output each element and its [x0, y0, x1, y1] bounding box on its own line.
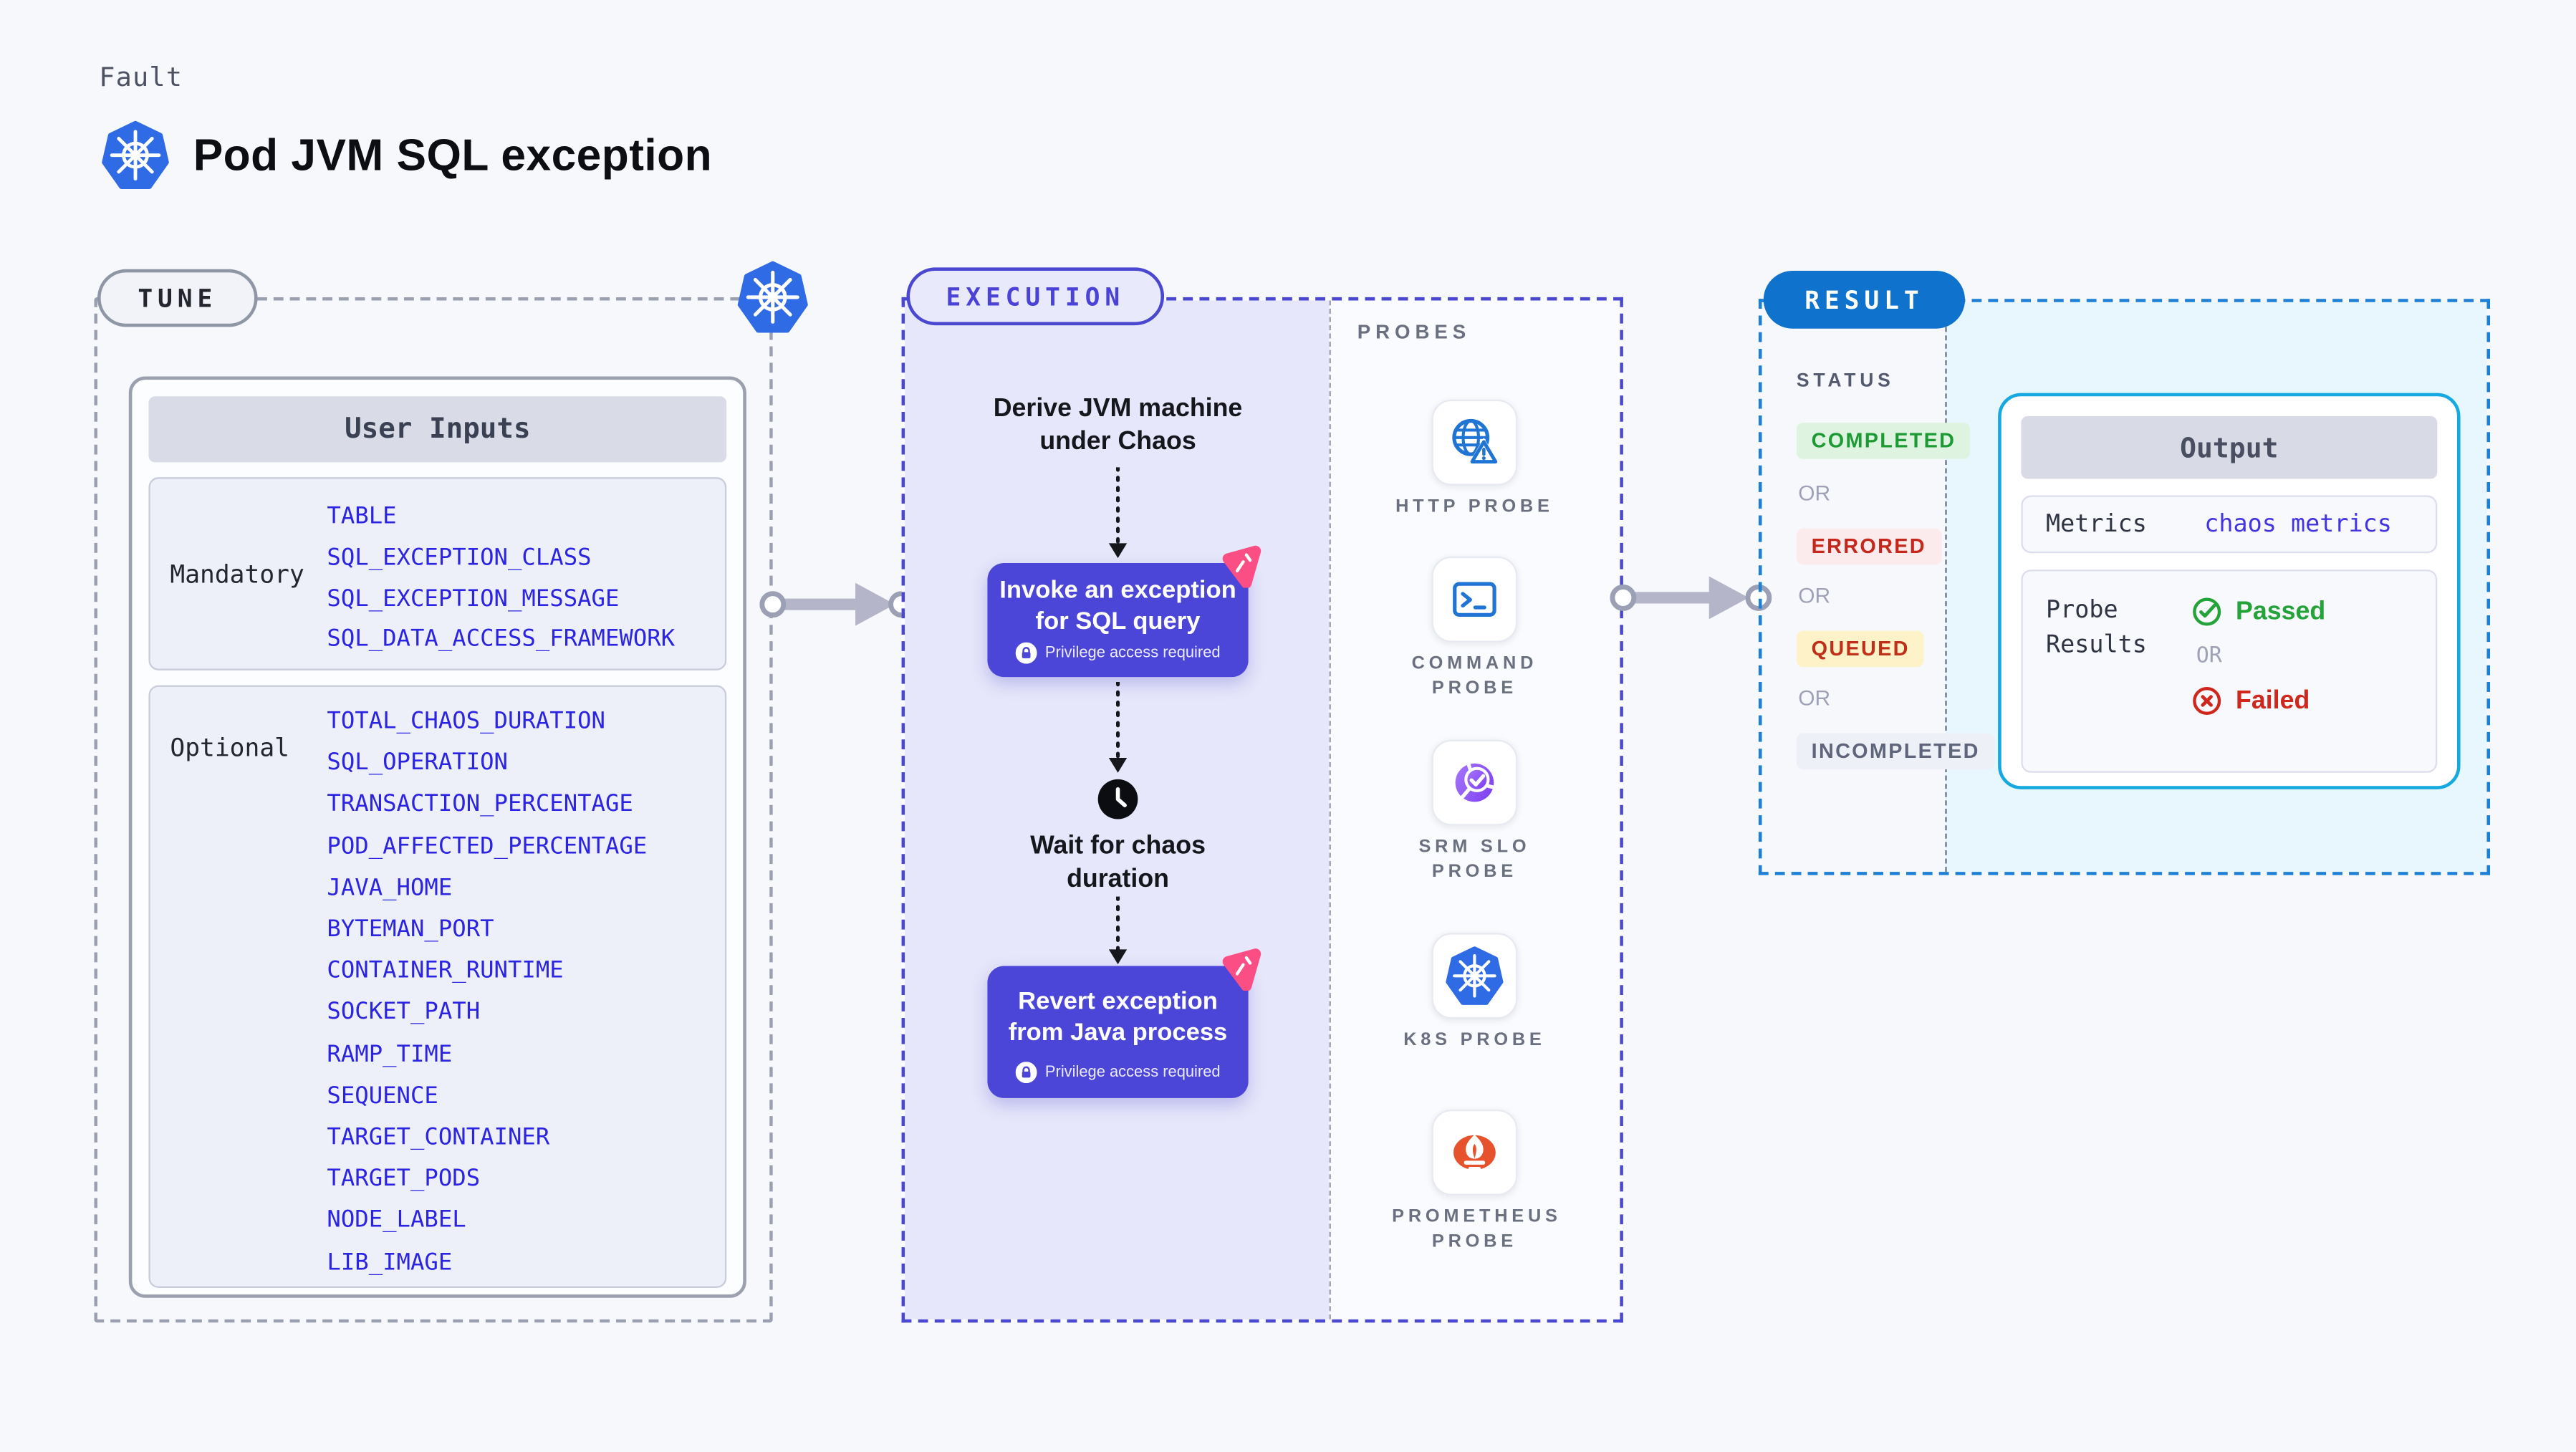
http-probe-card[interactable]: [1431, 399, 1518, 486]
output-header: Output: [2021, 415, 2438, 479]
failed-label: Failed: [2236, 686, 2310, 714]
execution-to-result-arrow: [1610, 576, 1772, 620]
user-inputs-header: User Inputs: [148, 396, 727, 463]
invoke-step-label: Invoke an exception for SQL query: [999, 576, 1236, 635]
probe-label: K8S PROBE: [1403, 1030, 1546, 1051]
or-separator: OR: [1798, 582, 1831, 608]
param-value: CONTAINER_RUNTIME: [327, 958, 564, 985]
k8s-probe-icon: [1445, 946, 1504, 1006]
metrics-row: Metrics chaos metrics: [2021, 495, 2438, 554]
command-probe-icon: [1453, 582, 1496, 617]
privilege-note: Privilege access required: [1044, 1063, 1221, 1082]
revert-exception-button[interactable]: Revert exception from Java process Privi…: [987, 966, 1248, 1098]
result-pill: RESULT: [1763, 271, 1966, 329]
param-value: SQL_OPERATION: [327, 749, 508, 777]
param-value: SQL_EXCEPTION_CLASS: [327, 544, 592, 572]
mandatory-row: Mandatory TABLE SQL_EXCEPTION_CLASS SQL_EX…: [148, 477, 727, 670]
param-value: SEQUENCE: [327, 1082, 438, 1110]
param-value: JAVA_HOME: [327, 875, 453, 902]
probe-label: HTTP PROBE: [1395, 496, 1554, 517]
flow-arrow-down: [1108, 896, 1128, 965]
user-inputs-card: User Inputs Mandatory TABLE SQL_EXCEPTION…: [128, 376, 746, 1298]
param-value: LIB_IMAGE: [327, 1249, 453, 1276]
prometheus-probe-icon: [1453, 1134, 1496, 1170]
param-value: POD_AFFECTED_PERCENTAGE: [327, 833, 648, 860]
derive-step-label: Derive JVM machine under Chaos: [993, 394, 1243, 456]
kubernetes-icon: [736, 261, 809, 333]
page-title: Pod JVM SQL exception: [193, 130, 713, 181]
param-value: RAMP_TIME: [327, 1041, 453, 1068]
optional-params: TOTAL_CHAOS_DURATION SQL_OPERATION TRANSAC…: [327, 687, 725, 1284]
or-separator: OR: [2196, 643, 2222, 669]
mandatory-params: TABLE SQL_EXCEPTION_CLASS SQL_EXCEPTION_ME…: [327, 488, 725, 660]
http-probe-icon: [1452, 418, 1499, 463]
probe-label: PROMETHEUS PROBE: [1392, 1206, 1562, 1252]
revert-step-label: Revert exception from Java process: [1008, 987, 1228, 1047]
fault-kind-label: Fault: [99, 61, 183, 93]
failed-x-icon: [2193, 686, 2221, 716]
param-value: TABLE: [327, 504, 397, 531]
chaos-badge-icon: [1220, 948, 1263, 991]
param-value: TARGET_CONTAINER: [327, 1124, 550, 1151]
k8s-probe-card[interactable]: [1431, 933, 1518, 1019]
param-value: NODE_LABEL: [327, 1208, 466, 1234]
flow-arrow-down: [1108, 467, 1128, 559]
optional-label: Optional: [170, 733, 289, 763]
command-probe-card[interactable]: [1431, 556, 1518, 643]
mandatory-label: Mandatory: [170, 559, 304, 589]
probe-results-row: Probe Results Passed OR Faile: [2021, 569, 2438, 773]
param-value: SOCKET_PATH: [327, 999, 481, 1027]
status-badge-completed: COMPLETED: [1796, 423, 1971, 459]
param-value: SQL_EXCEPTION_MESSAGE: [327, 585, 620, 612]
metrics-label: Metrics: [2045, 511, 2147, 538]
lock-icon: [1015, 643, 1037, 664]
probe-label: SRM SLO PROBE: [1418, 837, 1531, 882]
probes-label: PROBES: [1357, 320, 1471, 344]
status-label: STATUS: [1796, 371, 1895, 392]
or-separator: OR: [1798, 480, 1831, 506]
clock-icon: [1097, 779, 1138, 819]
param-value: TOTAL_CHAOS_DURATION: [327, 708, 605, 735]
probe-results-label: Probe Results: [2045, 597, 2147, 659]
tune-to-execution-arrow: [759, 582, 915, 626]
passed-check-icon: [2193, 597, 2221, 626]
or-separator: OR: [1798, 685, 1831, 711]
tune-section: [94, 297, 773, 1323]
flow-arrow-down: [1108, 681, 1128, 773]
privilege-note: Privilege access required: [1044, 643, 1221, 663]
param-value: SQL_DATA_ACCESS_FRAMEWORK: [327, 625, 676, 653]
invoke-exception-button[interactable]: Invoke an exception for SQL query Privil…: [987, 563, 1248, 678]
probe-label: COMMAND PROBE: [1411, 653, 1538, 699]
param-value: TRANSACTION_PERCENTAGE: [327, 792, 633, 818]
chaos-badge-icon: [1220, 545, 1263, 588]
param-value: TARGET_PODS: [327, 1165, 481, 1193]
optional-row: Optional TOTAL_CHAOS_DURATION SQL_OPERATI…: [148, 685, 727, 1288]
status-badge-incompleted: INCOMPLETED: [1796, 733, 1995, 770]
lock-icon: [1015, 1062, 1037, 1083]
kubernetes-icon: [101, 120, 170, 190]
status-badge-queued: QUEUED: [1796, 630, 1925, 668]
execution-pill: EXECUTION: [906, 267, 1165, 326]
passed-label: Passed: [2236, 597, 2326, 625]
prometheus-probe-card[interactable]: [1431, 1110, 1518, 1196]
tune-pill: TUNE: [97, 269, 258, 327]
metrics-value: chaos metrics: [2204, 511, 2392, 538]
wait-step-label: Wait for chaos duration: [1030, 832, 1206, 893]
srm-slo-probe-icon: [1455, 761, 1496, 802]
param-value: BYTEMAN_PORT: [327, 916, 494, 943]
status-badge-errored: ERRORED: [1796, 528, 1941, 565]
srm-slo-probe-card[interactable]: [1431, 739, 1518, 826]
output-card: Output Metrics chaos metrics Probe Resul…: [1998, 393, 2461, 789]
